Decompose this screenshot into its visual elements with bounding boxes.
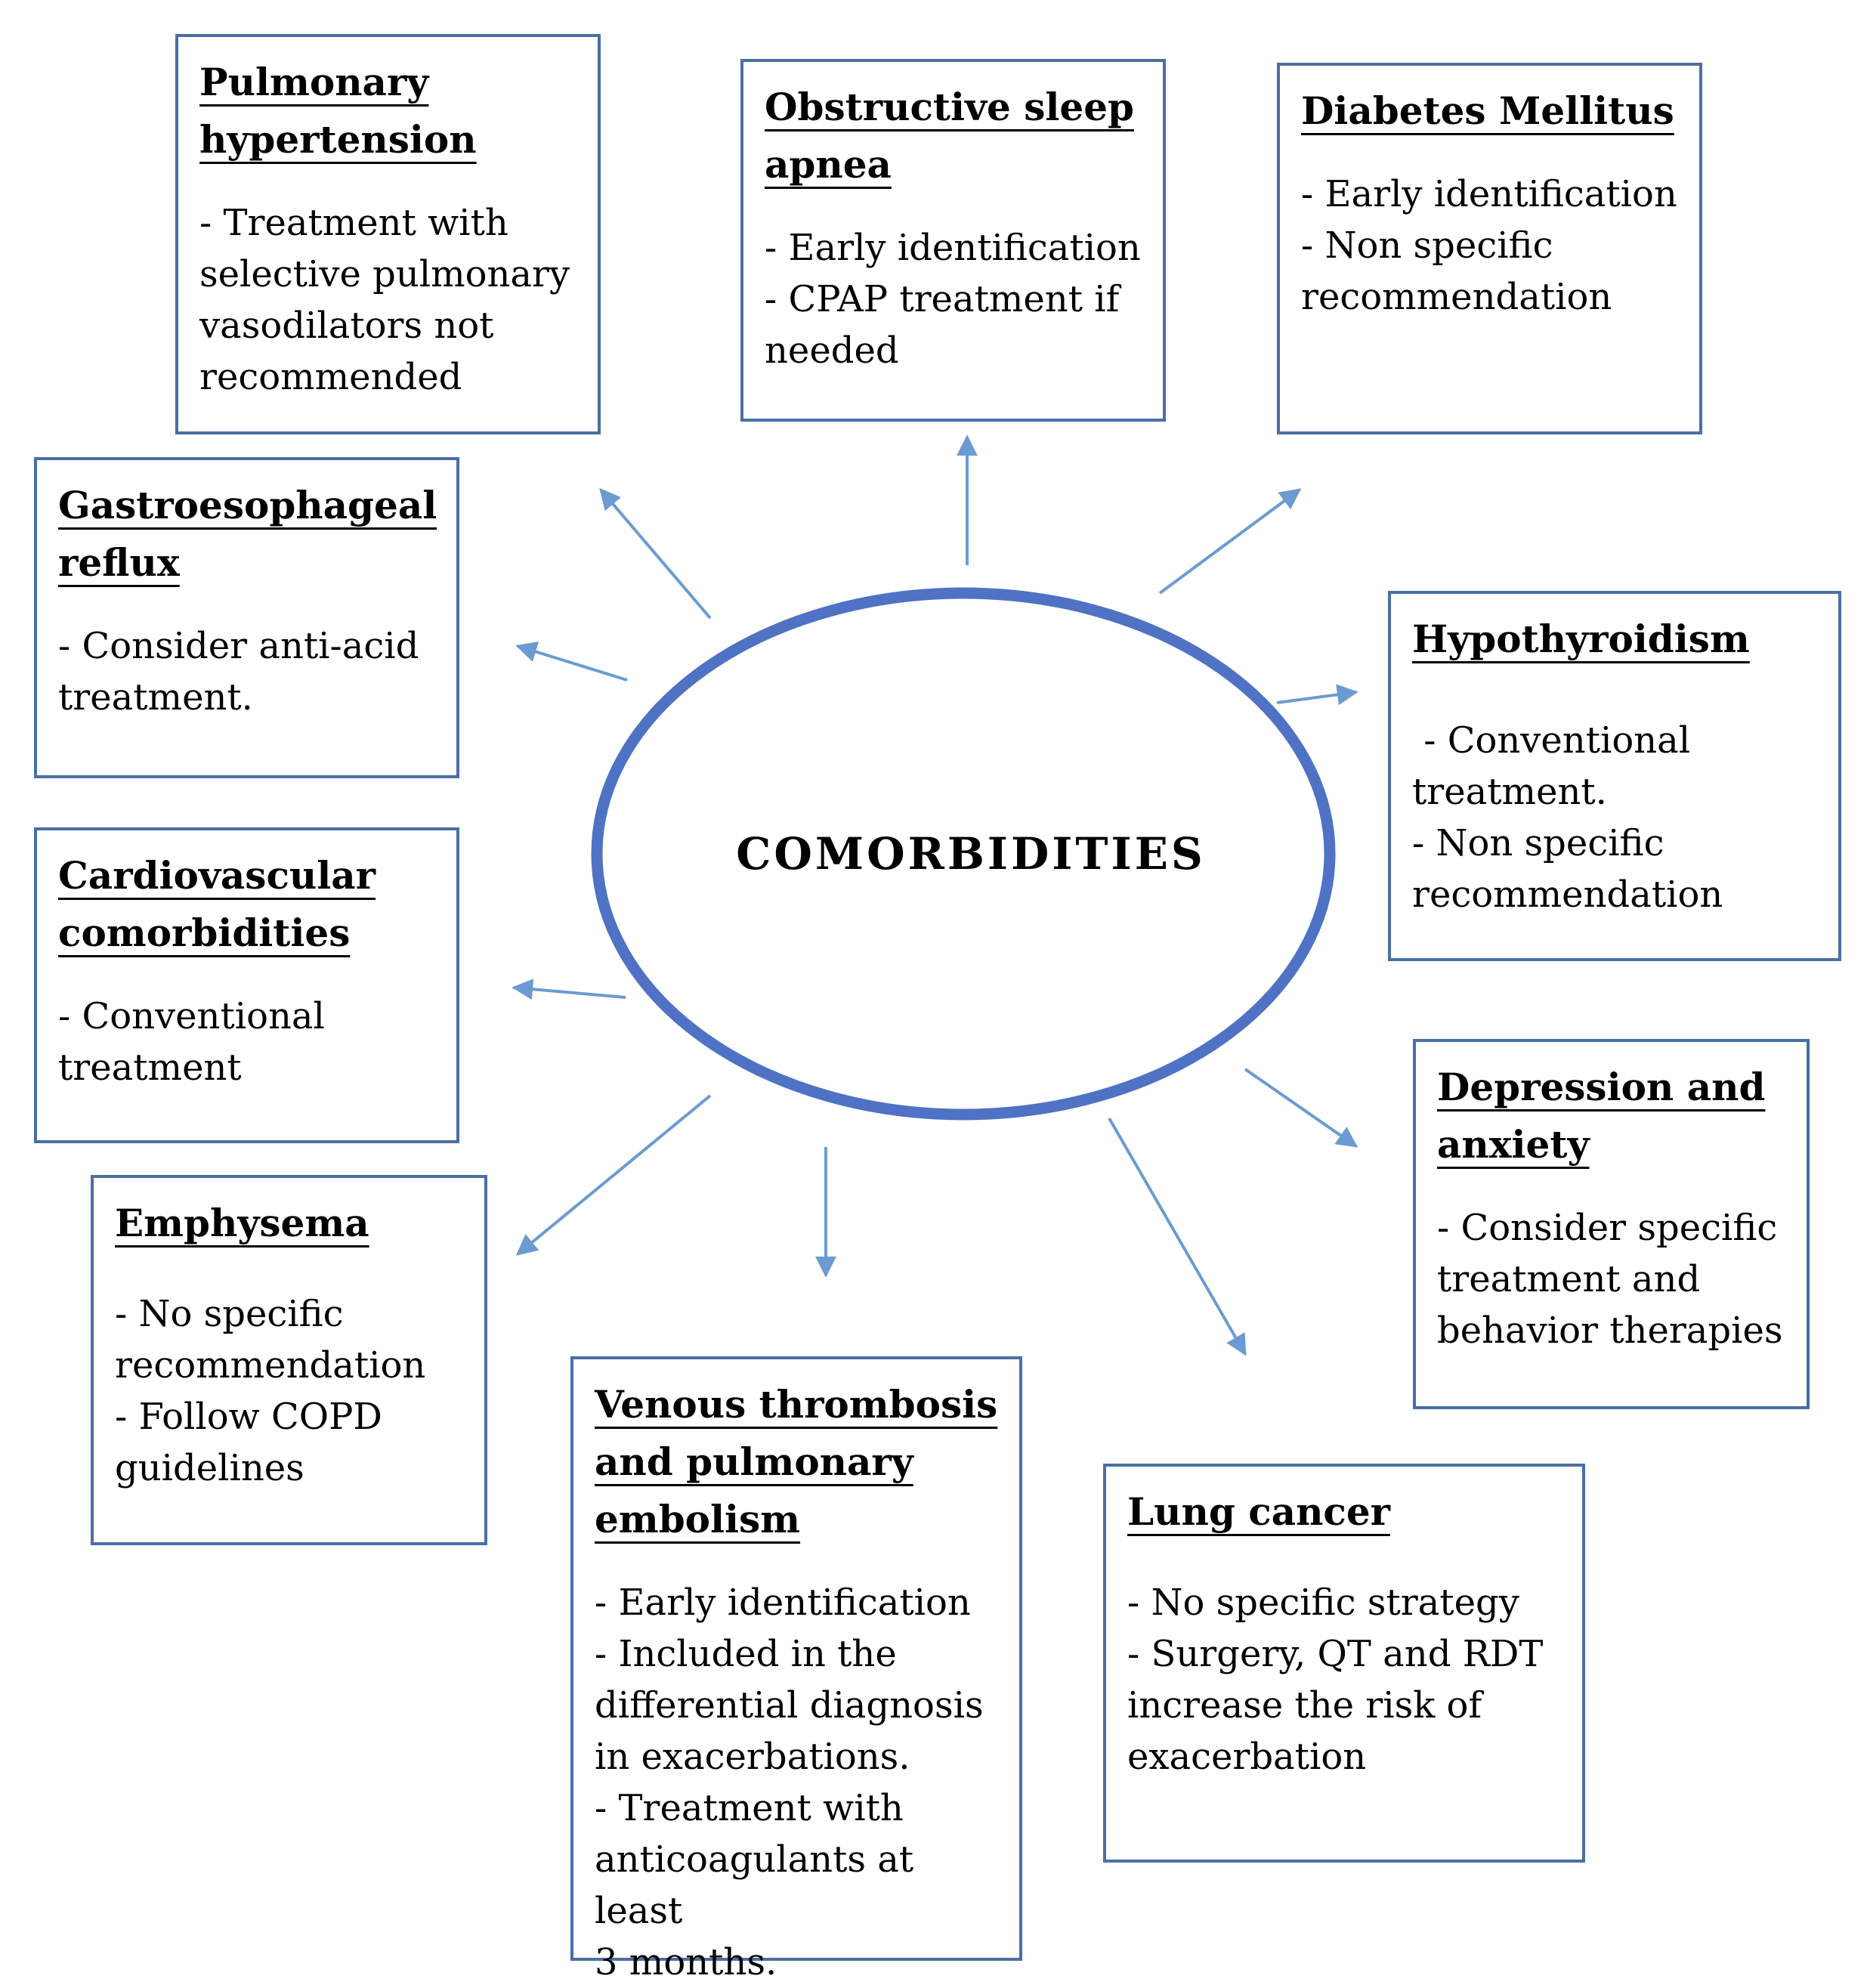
box-title: Depression and anxiety bbox=[1437, 1059, 1785, 1173]
box-text-line: - Surgery, QT and RDT bbox=[1127, 1633, 1544, 1675]
box-text-line: 3 months. bbox=[595, 1941, 777, 1983]
box-text-line: exacerbation bbox=[1127, 1736, 1367, 1778]
box-text-line: - Non specific bbox=[1412, 822, 1664, 864]
box-text-line: - Early identification bbox=[765, 227, 1141, 269]
box-text-line: treatment bbox=[58, 1047, 242, 1089]
box-text-line: - Conventional bbox=[58, 995, 325, 1037]
title-line: Lung cancer bbox=[1127, 1489, 1391, 1534]
center-label: COMORBIDITIES bbox=[736, 828, 1206, 880]
box-text-line: - Consider specific bbox=[1437, 1207, 1778, 1249]
box-text-line: behavior therapies bbox=[1437, 1309, 1783, 1352]
box-venous-thrombosis: Venous thrombosis and pulmonary embolism… bbox=[570, 1356, 1022, 1983]
title-line: anxiety bbox=[1437, 1122, 1590, 1167]
title-line: Pulmonary bbox=[199, 60, 429, 104]
box-text-line: recommended bbox=[199, 356, 462, 398]
box-gastroesophageal-reflux: Gastroesophageal reflux - Consider anti-… bbox=[34, 457, 459, 778]
box-text-line: needed bbox=[765, 329, 899, 372]
box-text-line: recommendation bbox=[115, 1344, 426, 1387]
arrow-to-hypothyroidism bbox=[1276, 684, 1358, 706]
title-line: embolism bbox=[595, 1497, 801, 1541]
box-text-line: anticoagulants at least bbox=[595, 1838, 914, 1932]
box-text-line: - Early identification bbox=[1301, 173, 1677, 215]
title-line: apnea bbox=[765, 142, 892, 187]
box-title: Pulmonary hypertension bbox=[199, 54, 576, 169]
box-obstructive-sleep-apnea: Obstructive sleep apnea - Early identifi… bbox=[740, 59, 1166, 422]
box-hypothyroidism: Hypothyroidism - Conventional treatment.… bbox=[1388, 591, 1841, 961]
box-text-line: - Early identification bbox=[595, 1581, 971, 1624]
box-text-line: vasodilators not bbox=[199, 305, 494, 347]
arrow-to-depression-anxiety bbox=[1244, 1068, 1358, 1148]
title-line: reflux bbox=[58, 540, 180, 585]
box-text-line: in exacerbations. bbox=[595, 1736, 910, 1778]
title-line: Diabetes Mellitus bbox=[1301, 88, 1674, 133]
box-text-line: - Follow COPD bbox=[115, 1396, 382, 1438]
box-text-line: recommendation bbox=[1412, 873, 1723, 916]
box-title: Lung cancer bbox=[1127, 1483, 1561, 1541]
box-text-line: treatment. bbox=[58, 676, 253, 719]
box-text-line: - Treatment with bbox=[199, 202, 508, 244]
title-line: hypertension bbox=[199, 117, 477, 162]
box-text-line: - Included in the bbox=[595, 1633, 897, 1675]
box-text-line: - No specific bbox=[115, 1293, 344, 1335]
box-text-line: recommendation bbox=[1301, 276, 1612, 318]
box-text-line: guidelines bbox=[115, 1447, 304, 1489]
box-text-line: - No specific strategy bbox=[1127, 1581, 1519, 1624]
title-line: Hypothyroidism bbox=[1412, 617, 1750, 661]
box-cardiovascular-comorbidities: Cardiovascular comorbidities - Conventio… bbox=[34, 827, 459, 1143]
box-depression-anxiety: Depression and anxiety - Consider specif… bbox=[1413, 1039, 1810, 1409]
title-line: comorbidities bbox=[58, 911, 351, 955]
title-line: Venous thrombosis bbox=[595, 1382, 998, 1427]
title-line: Obstructive sleep bbox=[765, 85, 1134, 129]
box-text-line: differential diagnosis bbox=[595, 1684, 984, 1727]
arrow-to-gastroesophageal-reflux bbox=[515, 642, 628, 682]
box-text-line: - Conventional bbox=[1412, 719, 1691, 762]
box-diabetes-mellitus: Diabetes Mellitus - Early identification… bbox=[1277, 63, 1702, 434]
center-ellipse bbox=[591, 587, 1336, 1121]
arrow-to-lung-cancer bbox=[1108, 1118, 1247, 1356]
box-text-line: treatment and bbox=[1437, 1258, 1701, 1300]
box-title: Cardiovascular comorbidities bbox=[58, 847, 435, 962]
box-title: Emphysema bbox=[115, 1195, 463, 1252]
box-text-line: - Non specific bbox=[1301, 224, 1553, 267]
title-line: and pulmonary bbox=[595, 1439, 913, 1484]
arrow-to-diabetes-mellitus bbox=[1158, 488, 1302, 595]
box-title: Diabetes Mellitus bbox=[1301, 82, 1678, 140]
title-line: Emphysema bbox=[115, 1201, 369, 1245]
box-text-line: - CPAP treatment if bbox=[765, 278, 1120, 320]
box-pulmonary-hypertension: Pulmonary hypertension - Treatment with … bbox=[175, 34, 601, 434]
box-title: Venous thrombosis and pulmonary embolism bbox=[595, 1376, 998, 1548]
box-emphysema: Emphysema - No specific recommendation -… bbox=[91, 1175, 487, 1545]
title-line: Depression and bbox=[1437, 1065, 1766, 1109]
box-text-line: - Consider anti-acid bbox=[58, 625, 419, 667]
title-line: Cardiovascular bbox=[58, 853, 376, 898]
box-text-line: treatment. bbox=[1412, 771, 1607, 813]
arrow-to-pulmonary-hypertension bbox=[599, 487, 712, 620]
box-title: Obstructive sleep apnea bbox=[765, 79, 1142, 193]
arrow-to-cardiovascular-comorbidities bbox=[512, 979, 626, 1000]
box-title: Hypothyroidism bbox=[1412, 611, 1817, 668]
arrow-to-emphysema bbox=[515, 1094, 712, 1256]
box-lung-cancer: Lung cancer - No specific strategy - Sur… bbox=[1103, 1464, 1585, 1863]
box-text-line: - Treatment with bbox=[595, 1787, 904, 1829]
box-text-line: increase the risk of bbox=[1127, 1684, 1482, 1727]
box-title: Gastroesophageal reflux bbox=[58, 477, 437, 592]
title-line: Gastroesophageal bbox=[58, 483, 437, 527]
box-text-line: selective pulmonary bbox=[199, 253, 570, 295]
